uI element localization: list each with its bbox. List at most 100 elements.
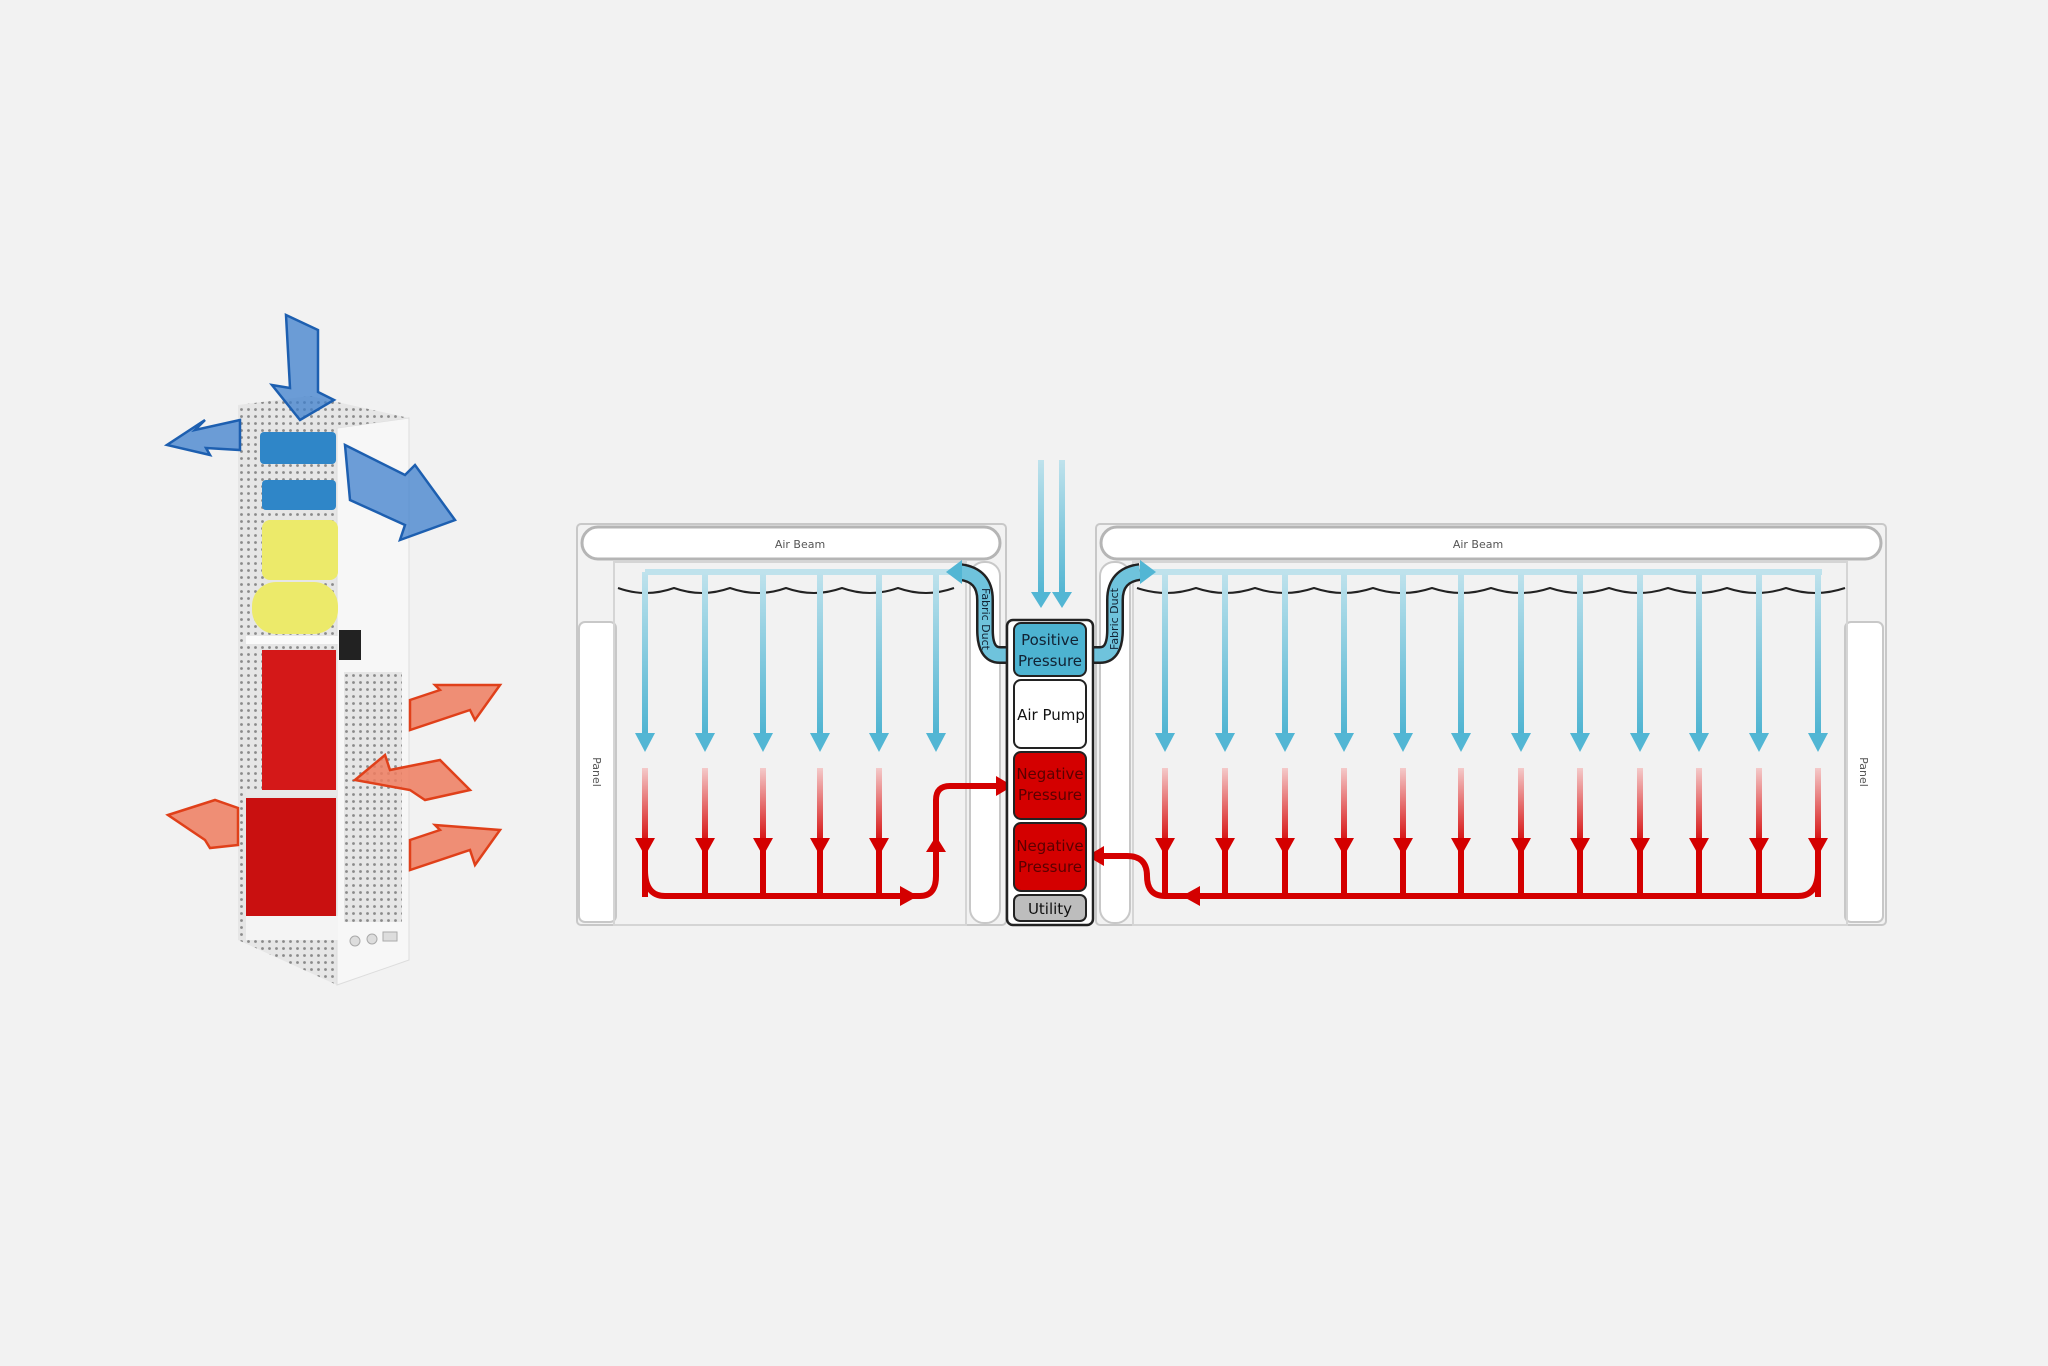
left-return-arrowhead [753, 838, 773, 856]
left-return-arrow [817, 768, 823, 848]
right-return-arrowhead [1334, 838, 1354, 856]
svg-text:Positive: Positive [1021, 631, 1079, 649]
svg-text:Pressure: Pressure [1018, 786, 1082, 804]
right-supply-arrow [1518, 572, 1524, 737]
right-return-arrow [1637, 768, 1643, 848]
right-room: Air Beam Panel Fabric Duct [1087, 523, 1887, 926]
svg-text:Utility: Utility [1028, 900, 1072, 918]
right-return-arrow [1400, 768, 1406, 848]
left-supply-arrow [642, 572, 648, 737]
left-return-inlet-arrowhead [996, 776, 1013, 796]
right-supply-arrow [1341, 572, 1347, 737]
right-return-arrowhead [1275, 838, 1295, 856]
right-return-arrowhead [1451, 838, 1471, 856]
intake-arrow-top [268, 312, 337, 422]
left-return-arrowhead [635, 838, 655, 856]
right-return-arrow [1222, 768, 1228, 848]
shelf-2 [246, 790, 338, 796]
right-supply-arrowhead [1749, 733, 1769, 752]
right-panel [1844, 621, 1884, 923]
left-air-beam [580, 525, 1002, 561]
fresh-air-intake-arrows [1031, 460, 1072, 608]
right-supply-arrow [1282, 572, 1288, 737]
right-supply-arrowhead [1808, 733, 1828, 752]
blower [262, 480, 336, 510]
shelf [246, 636, 338, 644]
right-supply-arrowhead [1630, 733, 1650, 752]
right-room-frame [1095, 523, 1887, 926]
right-return-arrowhead [1511, 838, 1531, 856]
svg-text:Negative: Negative [1016, 765, 1083, 783]
right-duct-arrowhead [1140, 560, 1156, 584]
right-supply-arrow [1222, 572, 1228, 737]
heat-arrow-2 [352, 752, 473, 802]
right-supply-arrowhead [1275, 733, 1295, 752]
left-panel [578, 621, 617, 923]
left-room-frame [576, 523, 1007, 926]
left-return-arrow [760, 768, 766, 848]
right-return-arrow [1577, 768, 1583, 848]
compartment-negative-pressure-1: Negative Pressure [1013, 751, 1087, 820]
right-panel-label: Panel [1857, 757, 1870, 787]
right-return-arrow [1815, 768, 1821, 848]
left-supply-arrow [702, 572, 708, 737]
svg-text:Pressure: Pressure [1018, 858, 1082, 876]
air-unit-rendering [163, 312, 503, 986]
left-supply-arrow [933, 572, 939, 737]
right-return-arrowhead [1215, 838, 1235, 856]
right-supply-arrow [1637, 572, 1643, 737]
left-air-beam-label: Air Beam [775, 538, 825, 551]
right-return-arrow [1756, 768, 1762, 848]
right-return-arrowhead [1630, 838, 1650, 856]
intake-arrowhead [1052, 592, 1072, 608]
left-duct-arrowhead [946, 560, 962, 584]
right-supply-arrow [1577, 572, 1583, 737]
right-return-collector [1100, 853, 1821, 899]
right-return-arrow [1518, 768, 1524, 848]
right-return-arrow [1696, 768, 1702, 848]
left-return-arrowhead [869, 838, 889, 856]
right-supply-arrowhead [1334, 733, 1354, 752]
svg-text:Negative: Negative [1016, 837, 1083, 855]
right-duct-label: Fabric Duct [1108, 587, 1121, 650]
power-button-icon [349, 935, 361, 947]
control-knob-icon [366, 933, 378, 945]
left-riser-arrowhead [926, 836, 946, 852]
right-return-arrow [1458, 768, 1464, 848]
heat-arrow-3 [408, 823, 503, 872]
left-supply-arrowhead [869, 733, 889, 752]
left-supply-header [645, 569, 962, 575]
compartment-utility: Utility [1013, 894, 1087, 922]
exhaust-arrow-right [343, 442, 457, 543]
right-supply-header [1140, 569, 1822, 575]
left-return-arrow [702, 768, 708, 848]
left-supply-arrow [760, 572, 766, 737]
left-supply-arrowhead [753, 733, 773, 752]
compartment-negative-pressure-2: Negative Pressure [1013, 822, 1087, 892]
left-room: Air Beam Panel Fabric Duct [576, 523, 1013, 926]
right-supply-arrow [1756, 572, 1762, 737]
right-supply-arrowhead [1689, 733, 1709, 752]
right-supply-arrow [1815, 572, 1821, 737]
left-duct-label: Fabric Duct [979, 588, 992, 651]
heat-arrow-1 [408, 683, 503, 732]
right-curtain [1136, 586, 1846, 594]
intake-arrow-side [165, 798, 240, 850]
vacuum-pump-upper [262, 650, 336, 790]
right-air-beam [1099, 525, 1883, 561]
svg-text:Pressure: Pressure [1018, 652, 1082, 670]
vacuum-pump-lower [246, 798, 336, 916]
left-supply-arrowhead [926, 733, 946, 752]
pump-module: Positive Pressure Air Pump Negative Pres… [1005, 618, 1095, 927]
right-return-arrow [1341, 768, 1347, 848]
compartment-air-pump: Air Pump [1013, 679, 1087, 749]
right-supply-arrowhead [1511, 733, 1531, 752]
left-return-arrow [876, 768, 882, 848]
left-supply-arrow [817, 572, 823, 737]
right-return-arrowhead [1689, 838, 1709, 856]
right-supply-arrowhead [1570, 733, 1590, 752]
left-curtain [617, 586, 955, 594]
right-return-inlet-arrowhead [1087, 846, 1104, 866]
right-return-arrowhead [1393, 838, 1413, 856]
